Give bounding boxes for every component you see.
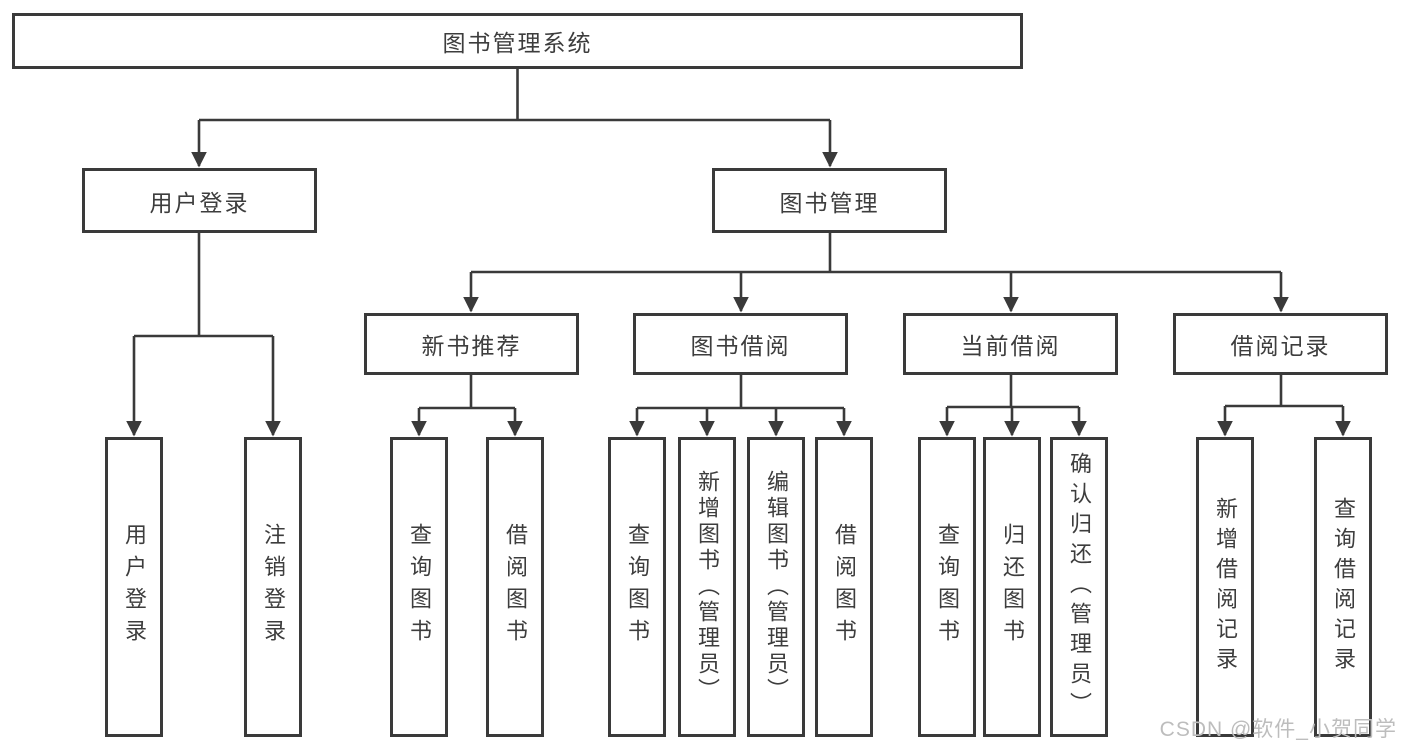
node-current-borrowing: 当前借阅 (903, 313, 1118, 375)
leaf-query-books-2: 查询图书 (608, 437, 666, 737)
leaf-add-borrow-record: 新增借阅记录 (1196, 437, 1254, 737)
node-user-login: 用户登录 (82, 168, 317, 233)
node-borrowing-records-label: 借阅记录 (1230, 333, 1331, 359)
leaf-add-books-admin: 新增图书（管理员） (678, 437, 736, 737)
leaf-query-books-1-label: 查询图书 (407, 523, 432, 651)
leaf-add-borrow-record-label: 新增借阅记录 (1213, 497, 1238, 677)
leaf-user-login: 用户登录 (105, 437, 163, 737)
node-book-management-label: 图书管理 (779, 189, 880, 216)
leaf-return-books-label: 归还图书 (1000, 523, 1025, 651)
leaf-query-borrow-record: 查询借阅记录 (1314, 437, 1372, 737)
leaf-borrow-books-2-label: 借阅图书 (832, 523, 857, 651)
leaf-add-books-admin-label: 新增图书（管理员） (695, 470, 720, 704)
node-book-management: 图书管理 (712, 168, 947, 233)
node-new-book-recommend: 新书推荐 (364, 313, 579, 375)
node-current-borrowing-label: 当前借阅 (960, 333, 1061, 359)
leaf-edit-books-admin-label: 编辑图书（管理员） (764, 470, 789, 704)
leaf-return-books: 归还图书 (983, 437, 1041, 737)
leaf-query-books-3-label: 查询图书 (935, 523, 960, 651)
node-book-borrowing-label: 图书借阅 (690, 333, 791, 359)
leaf-query-books-2-label: 查询图书 (625, 523, 650, 651)
leaf-query-books-1: 查询图书 (390, 437, 448, 737)
node-library-system: 图书管理系统 (12, 13, 1023, 69)
node-new-book-recommend-label: 新书推荐 (421, 333, 522, 359)
leaf-borrow-books-1-label: 借阅图书 (503, 523, 528, 651)
leaf-query-books-3: 查询图书 (918, 437, 976, 737)
leaf-borrow-books-2: 借阅图书 (815, 437, 873, 737)
csdn-watermark: CSDN @软件_小贺同学 (1159, 718, 1397, 741)
leaf-logout: 注销登录 (244, 437, 302, 737)
leaf-edit-books-admin: 编辑图书（管理员） (747, 437, 805, 737)
node-user-login-label: 用户登录 (149, 189, 250, 216)
node-book-borrowing: 图书借阅 (633, 313, 848, 375)
leaf-query-borrow-record-label: 查询借阅记录 (1331, 497, 1356, 677)
leaf-confirm-return-admin-label: 确认归还（管理员） (1067, 452, 1092, 722)
node-borrowing-records: 借阅记录 (1173, 313, 1388, 375)
leaf-confirm-return-admin: 确认归还（管理员） (1050, 437, 1108, 737)
leaf-user-login-label: 用户登录 (122, 523, 147, 651)
leaf-borrow-books-1: 借阅图书 (486, 437, 544, 737)
leaf-logout-label: 注销登录 (261, 523, 286, 651)
node-library-system-label: 图书管理系统 (442, 30, 593, 56)
